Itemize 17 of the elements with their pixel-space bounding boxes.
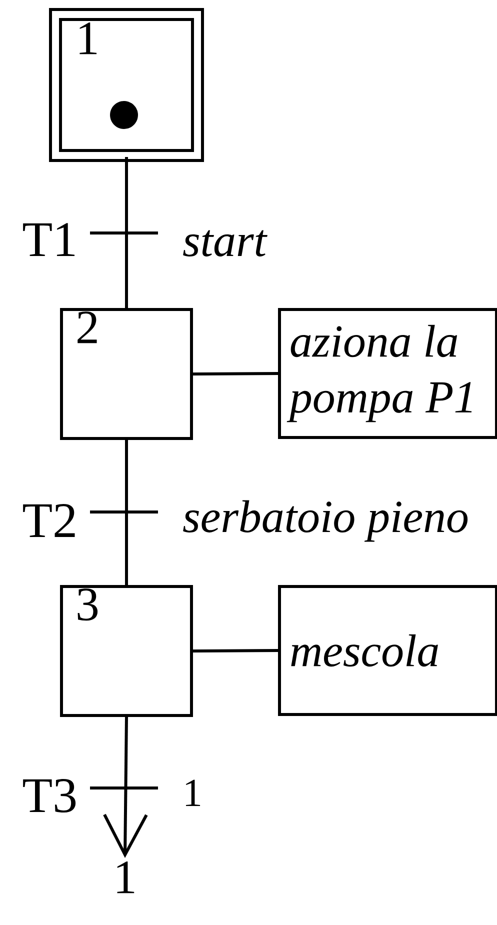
edge-label: serbatoio pieno: [182, 499, 470, 543]
step-box: 2: [60, 308, 193, 440]
transition-label: T1: [23, 223, 75, 256]
edge-label: start: [182, 229, 268, 258]
arrow: [103, 717, 148, 858]
initial-step-box: 1: [49, 8, 204, 162]
connector-line: [192, 372, 278, 376]
step-box: 3: [60, 585, 193, 717]
connector-line: [125, 440, 128, 585]
transition-label: T3: [23, 779, 76, 812]
action-box: aziona la pompa P1: [278, 308, 497, 439]
connector-line: [193, 649, 278, 652]
action-box: mescola: [278, 585, 497, 716]
transition-label: T2: [23, 504, 75, 537]
edge-label: 1: [182, 778, 204, 807]
step-reference: 1: [117, 862, 134, 894]
connector-line: [125, 157, 128, 308]
